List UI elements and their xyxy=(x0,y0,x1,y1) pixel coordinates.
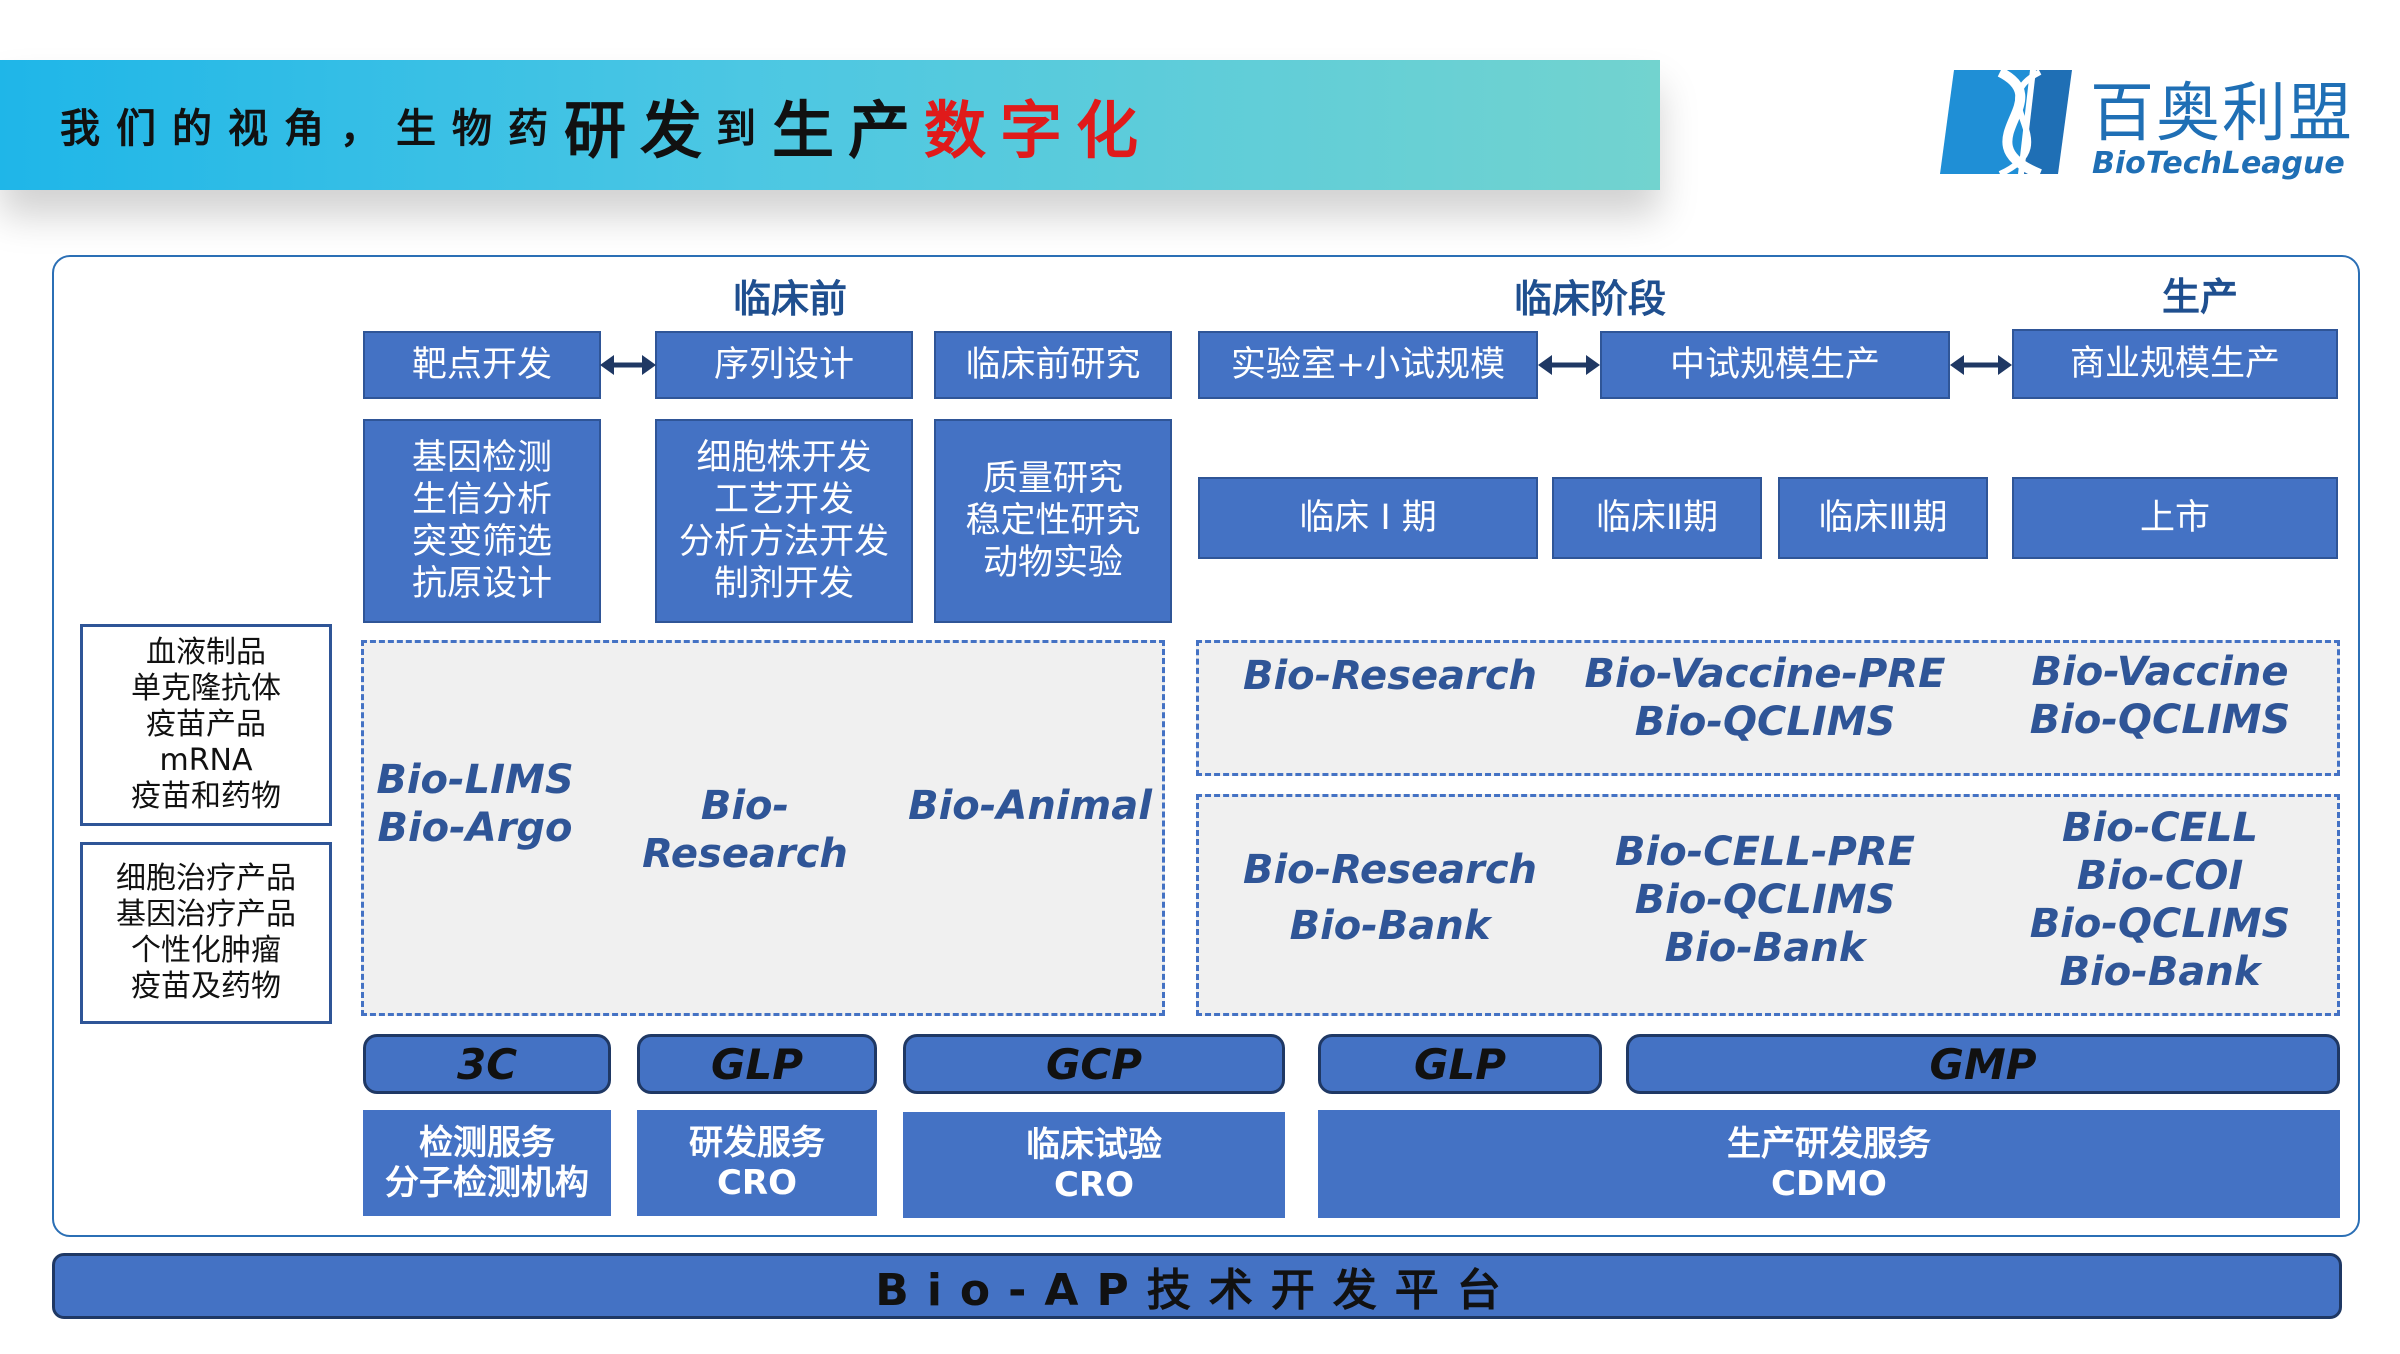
standard-3c: 3C xyxy=(363,1034,611,1094)
tasks-target: 基因检测 生信分析 突变筛选 抗原设计 xyxy=(363,419,601,623)
tasks-sequence: 细胞株开发 工艺开发 分析方法开发 制剂开发 xyxy=(655,419,913,623)
system-cell: Bio-CELL Bio-COI Bio-QCLIMS Bio-Bank xyxy=(2029,805,2291,995)
system-bio-animal: Bio-Animal xyxy=(908,783,1152,829)
header-production: 生产 xyxy=(2161,275,2238,319)
product-types-cell-gene: 细胞治疗产品 基因治疗产品 个性化肿瘤 疫苗及药物 xyxy=(80,842,332,1024)
phase-clinical-3: 临床Ⅲ期 xyxy=(1778,477,1988,559)
title-banner xyxy=(0,60,1660,190)
system-lims-argo: Bio-LIMS Bio-Argo xyxy=(376,757,574,851)
stage-pilot-production: 中试规模生产 xyxy=(1600,331,1950,399)
system-vaccine-pre: Bio-Vaccine-PRE Bio-QCLIMS xyxy=(1584,651,1946,745)
standard-glp-rnd: GLP xyxy=(637,1034,877,1094)
product-types-biologics: 血液制品 单克隆抗体 疫苗产品 mRNA 疫苗和药物 xyxy=(80,624,332,826)
stage-target-development: 靶点开发 xyxy=(363,331,601,399)
stage-sequence-design: 序列设计 xyxy=(655,331,913,399)
stage-commercial-production: 商业规模生产 xyxy=(2012,329,2338,399)
company-logo: 百奥利盟 BioTechLeague xyxy=(1940,62,2360,192)
logo-chinese-name: 百奥利盟 xyxy=(2090,77,2354,151)
title-part-1: 我们的视角，生物药 xyxy=(60,106,564,152)
service-testing: 检测服务 分子检测机构 xyxy=(363,1110,611,1216)
stage-lab-scale: 实验室+小试规模 xyxy=(1198,331,1538,399)
title-part-2: 研发 xyxy=(564,94,717,167)
standard-glp-production: GLP xyxy=(1318,1034,1602,1094)
clinical-cell-systems-area xyxy=(1196,794,2340,1016)
double-arrow-icon xyxy=(600,355,656,375)
system-bio-research-preclinical: Bio-Research xyxy=(642,783,848,877)
stage-preclinical-research: 临床前研究 xyxy=(934,331,1172,399)
standard-gmp: GMP xyxy=(1626,1034,2340,1094)
platform-bar: Bio-AP技术开发平台 xyxy=(52,1253,2342,1319)
system-research-bank: Bio-Research Bio-Bank xyxy=(1242,847,1538,949)
phase-market: 上市 xyxy=(2012,477,2338,559)
double-arrow-icon xyxy=(1950,355,2012,375)
phase-clinical-1: 临床 I 期 xyxy=(1198,477,1538,559)
service-clinical-trial-cro: 临床试验 CRO xyxy=(903,1112,1285,1218)
service-cdmo: 生产研发服务 CDMO xyxy=(1318,1110,2340,1218)
tasks-preclinical: 质量研究 稳定性研究 动物实验 xyxy=(934,419,1172,623)
phase-clinical-2: 临床Ⅱ期 xyxy=(1552,477,1762,559)
clinical-vaccine-systems-area xyxy=(1196,640,2340,776)
title-part-3: 到 xyxy=(716,106,773,152)
system-cell-pre: Bio-CELL-PRE Bio-QCLIMS Bio-Bank xyxy=(1615,829,1915,971)
logo-mark-icon xyxy=(1940,67,2072,179)
system-bio-research-clinical: Bio-Research xyxy=(1242,653,1538,699)
service-rnd-cro: 研发服务 CRO xyxy=(637,1110,877,1216)
system-vaccine: Bio-Vaccine Bio-QCLIMS xyxy=(2029,649,2291,743)
double-arrow-icon xyxy=(1538,355,1600,375)
header-clinical: 临床阶段 xyxy=(1513,277,1666,321)
preclinical-systems-area xyxy=(361,640,1165,1016)
title-part-5: 数字化 xyxy=(924,94,1153,167)
title-part-4: 生产 xyxy=(772,94,925,167)
header-preclinical: 临床前 xyxy=(732,277,847,321)
page-title: 我们的视角，生物药 研发 到 生产 数字化 xyxy=(60,60,1152,190)
logo-english-name: BioTechLeague xyxy=(2092,146,2345,181)
standard-gcp: GCP xyxy=(903,1034,1285,1094)
